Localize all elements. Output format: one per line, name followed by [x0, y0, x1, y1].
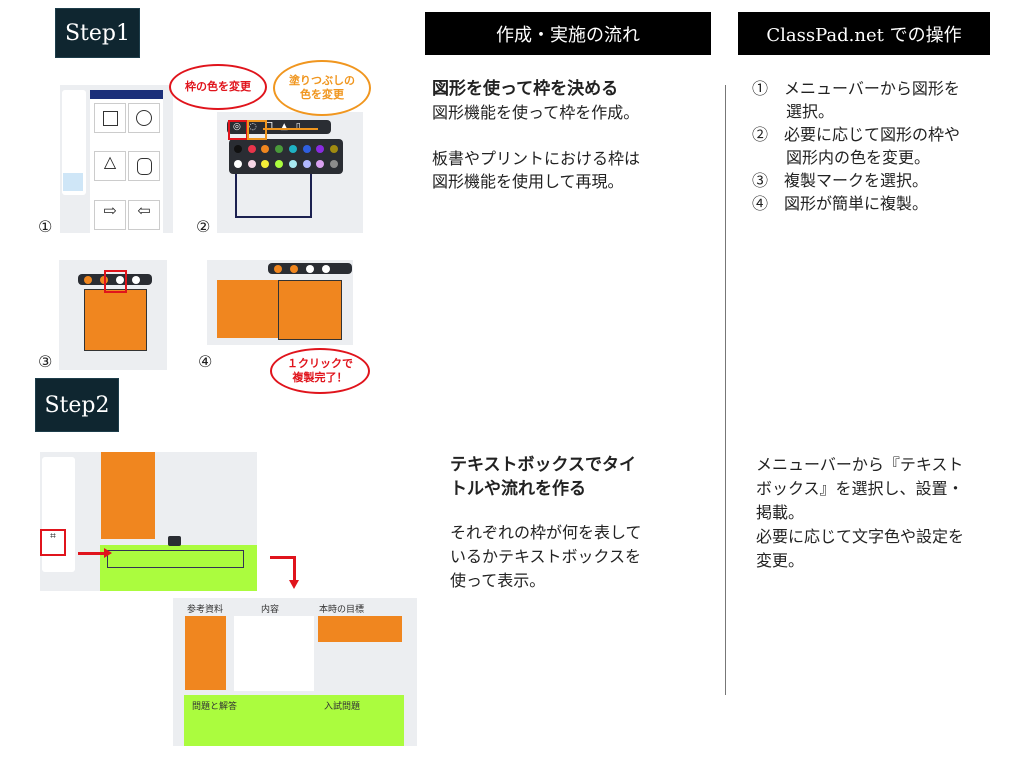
color-swatch[interactable] — [247, 160, 256, 169]
text-line: 変更。 — [756, 551, 805, 570]
arrow-right-shape: ⇨ — [94, 200, 126, 230]
color-palette — [229, 139, 343, 174]
step2-flow-title: トルや流れを作る — [450, 479, 586, 499]
color-swatch[interactable] — [247, 144, 256, 153]
label-content: 内容 — [261, 605, 280, 615]
triangle-shape: △ — [94, 151, 126, 181]
goal-box — [318, 616, 402, 642]
trash-icon — [168, 536, 181, 546]
step1-label: Step1 — [55, 8, 140, 58]
border-color-icon: ◎ — [233, 122, 241, 132]
label-exam: 入試問題 — [324, 702, 361, 712]
duplicate-icon: ❐ — [264, 122, 273, 132]
label-reference: 参考資料 — [187, 605, 224, 615]
list-item: ① メニューバーから図形を選択。 — [752, 79, 960, 121]
step1-ops-list: ① メニューバーから図形を選択。 ② 必要に応じて図形の枠や図形内の色を変更。 … — [752, 77, 960, 215]
callout-duplicate: １クリックで 複製完了！ — [270, 348, 370, 394]
color-swatch[interactable] — [261, 160, 270, 169]
text-line: 使って表示。 — [450, 571, 546, 590]
color-swatch[interactable] — [275, 160, 284, 169]
color-swatch[interactable] — [316, 160, 325, 169]
color-swatch[interactable] — [288, 160, 297, 169]
text-line: ボックス』を選択し、設置・ — [756, 479, 964, 498]
color-swatch[interactable] — [261, 144, 270, 153]
highlight-fill-button — [247, 120, 267, 140]
arrow-down-icon — [289, 580, 299, 589]
shape-menu-screenshot: △ ⇨ ⇦ — [60, 85, 173, 242]
text-line: いるかテキストボックスを — [450, 547, 642, 566]
color-swatch[interactable] — [233, 160, 242, 169]
trash-icon: ▯ — [295, 122, 301, 132]
callout-fill-color: 塗りつぶしの 色を変更 — [273, 60, 371, 116]
text-line: 必要に応じて文字色や設定を — [756, 527, 965, 546]
highlight-duplicate-button — [104, 270, 127, 293]
selected-rectangle — [235, 174, 312, 218]
list-item: ② 必要に応じて図形の枠や図形内の色を変更。 — [752, 125, 961, 167]
textbox-icon: ⌗ — [50, 531, 56, 542]
orange-rectangle — [101, 452, 155, 539]
step2-label: Step2 — [35, 378, 119, 432]
text-line: それぞれの枠が何を表して — [450, 523, 642, 542]
orange-square-copy — [278, 280, 342, 340]
header-flow: 作成・実施の流れ — [425, 12, 711, 55]
callout-border-color: 枠の色を変更 — [169, 64, 267, 110]
text-line: 図形機能を使って枠を作成。 — [432, 103, 640, 122]
text-line: 図形機能を使用して再現。 — [432, 172, 624, 191]
color-swatch[interactable] — [302, 160, 311, 169]
text-box — [107, 550, 244, 568]
fill-color-icon: ◌ — [248, 122, 257, 132]
textbox-tool-highlight: ⌗ — [40, 529, 66, 556]
image-number: ① — [38, 217, 53, 236]
step1-flow: 図形を使って枠を決める 図形機能を使って枠を作成。 板書やプリントにおける枠は … — [432, 78, 640, 193]
header-classpad: ClassPad.net での操作 — [738, 12, 990, 55]
step1-flow-title: 図形を使って枠を決める — [432, 79, 619, 99]
color-swatch[interactable] — [275, 144, 284, 153]
orange-square — [84, 289, 147, 351]
color-palette-screenshot: ◎ ◌ ❐ ▲ ▯ — [217, 112, 363, 233]
label-problems: 問題と解答 — [192, 702, 238, 712]
text-line: 板書やプリントにおける枠は — [432, 149, 641, 168]
step2-flow: テキストボックスでタイ トルや流れを作る それぞれの枠が何を表して いるかテキス… — [450, 453, 642, 593]
orange-square — [217, 280, 279, 338]
color-swatch[interactable] — [330, 144, 339, 153]
list-item: ③ 複製マークを選択。 — [752, 171, 929, 190]
shape-tool-icon — [63, 173, 83, 191]
lime-rectangle — [100, 545, 257, 591]
divider — [725, 85, 726, 695]
reference-box — [185, 616, 226, 690]
list-item: ④ 図形が簡単に複製。 — [752, 194, 929, 213]
image-number: ② — [196, 217, 211, 236]
color-swatch[interactable] — [288, 144, 297, 153]
step2-ops: メニューバーから『テキスト ボックス』を選択し、設置・ 掲載。 必要に応じて文字… — [756, 453, 964, 573]
shape-toolbar: ◎ ◌ ❐ ▲ ▯ — [227, 120, 331, 134]
color-swatch[interactable] — [316, 144, 325, 153]
textbox-screenshot: ⌗ — [40, 452, 257, 591]
color-swatch[interactable] — [330, 160, 339, 169]
image-number: ③ — [38, 352, 53, 371]
arrow-right-icon — [104, 548, 112, 558]
content-box — [234, 616, 314, 691]
label-goal: 本時の目標 — [319, 605, 365, 615]
duplicate-screenshot — [59, 260, 167, 370]
color-swatch[interactable] — [233, 144, 242, 153]
problems-box: 問題と解答 入試問題 — [184, 695, 404, 746]
text-line: メニューバーから『テキスト — [756, 455, 964, 474]
circle-shape — [128, 103, 160, 133]
lock-icon: ▲ — [280, 122, 288, 132]
highlight-border-button — [228, 120, 248, 140]
board-layout-screenshot: 参考資料 内容 本時の目標 問題と解答 入試問題 — [173, 598, 417, 746]
rounded-shape — [128, 151, 160, 181]
image-number: ④ — [198, 352, 213, 371]
arrow-left-shape: ⇦ — [128, 200, 160, 230]
text-line: 掲載。 — [756, 503, 805, 522]
duplicated-result-screenshot — [207, 260, 353, 345]
step2-flow-title: テキストボックスでタイ — [450, 455, 636, 475]
rectangle-shape — [94, 103, 126, 133]
color-swatch[interactable] — [302, 144, 311, 153]
menu-bar — [42, 457, 75, 572]
